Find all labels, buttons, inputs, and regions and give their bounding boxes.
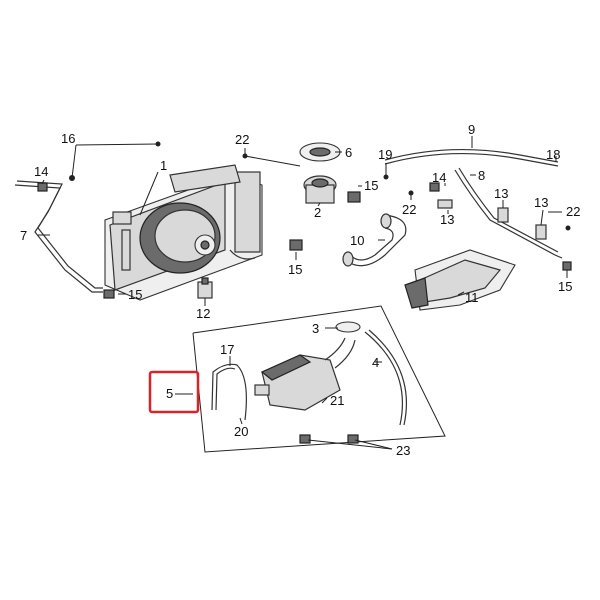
callout-13: 13 xyxy=(534,195,548,210)
callout-13: 13 xyxy=(440,212,454,227)
fasteners xyxy=(37,141,572,299)
callout-15: 15 xyxy=(558,279,572,294)
callout-11: 11 xyxy=(465,290,479,305)
callout-18: 18 xyxy=(546,147,560,162)
reservoir-tank-21 xyxy=(254,321,361,411)
callout-13: 13 xyxy=(494,186,508,201)
sensor-12 xyxy=(197,277,213,299)
callout-8: 8 xyxy=(478,168,485,183)
callout-16: 16 xyxy=(61,131,75,146)
hose-10 xyxy=(342,213,407,267)
callout-14: 14 xyxy=(34,164,48,179)
fasteners-23 xyxy=(299,434,359,444)
callout-1: 1 xyxy=(160,158,167,173)
selected-part-highlight xyxy=(148,370,200,414)
callout-6: 6 xyxy=(345,145,352,160)
callout-15: 15 xyxy=(364,178,378,193)
callout-9: 9 xyxy=(468,122,475,137)
callout-22: 22 xyxy=(402,202,416,217)
filler-neck-2 xyxy=(299,142,341,204)
callout-7: 7 xyxy=(20,228,27,243)
callout-15: 15 xyxy=(128,287,142,302)
callout-15: 15 xyxy=(288,262,302,277)
callout-23: 23 xyxy=(396,443,410,458)
callout-17: 17 xyxy=(220,342,234,357)
callout-19: 19 xyxy=(378,147,392,162)
callout-5: 5 xyxy=(166,386,173,401)
callout-22: 22 xyxy=(235,132,249,147)
air-duct-11 xyxy=(404,249,516,311)
callout-3: 3 xyxy=(312,321,319,336)
radiator-assembly xyxy=(104,164,263,301)
pipe-7 xyxy=(14,180,103,293)
callout-labels: 16 1 14 7 15 12 22 6 2 15 15 19 22 14 13… xyxy=(20,122,580,458)
callout-21: 21 xyxy=(330,393,344,408)
line-8 xyxy=(454,167,563,259)
callout-2: 2 xyxy=(314,205,321,220)
callout-12: 12 xyxy=(196,306,210,321)
brackets-13 xyxy=(437,199,547,240)
callout-4: 4 xyxy=(372,355,379,370)
callout-10: 10 xyxy=(350,233,364,248)
reservoir-group-frame xyxy=(192,305,446,453)
callout-14: 14 xyxy=(432,170,446,185)
hose-17 xyxy=(211,363,247,421)
leader-lines xyxy=(38,136,568,450)
callout-20: 20 xyxy=(234,424,248,439)
hose-4 xyxy=(364,329,408,426)
callout-22: 22 xyxy=(566,204,580,219)
cable-9 xyxy=(384,148,559,167)
